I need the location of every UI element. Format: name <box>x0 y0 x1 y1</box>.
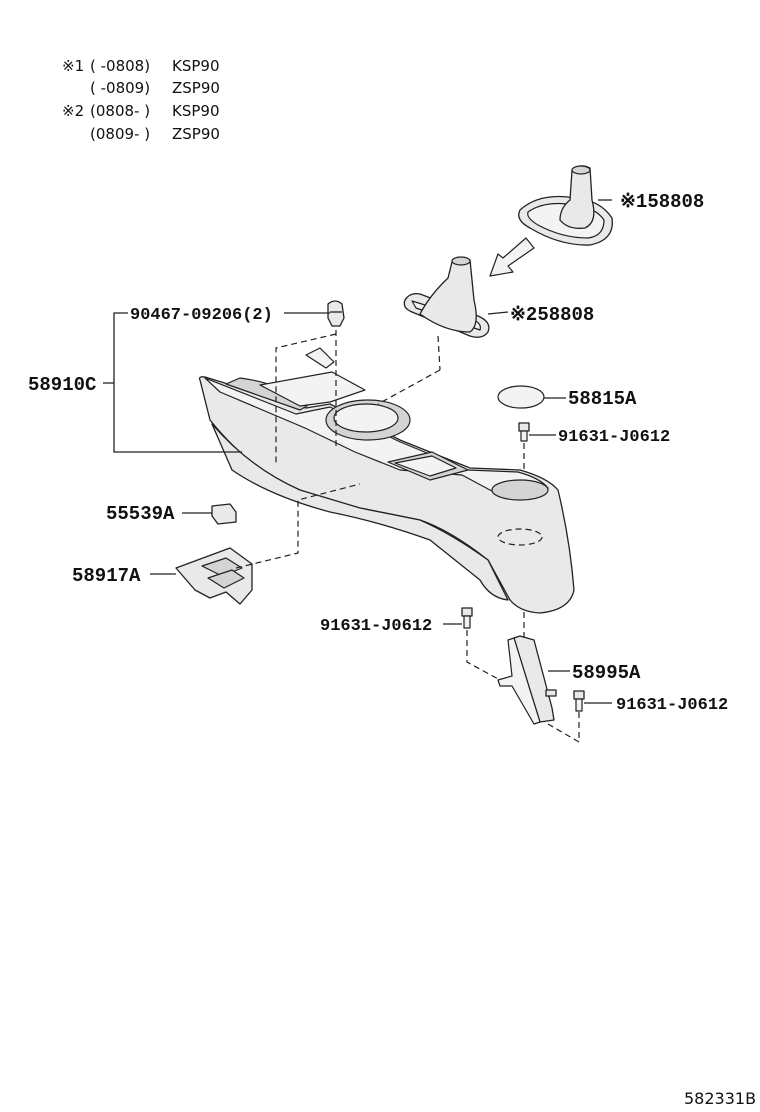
label-cap: 58815A <box>568 388 637 410</box>
note-mark-1: ※1 <box>62 57 84 75</box>
label-panel: 58917A <box>72 565 141 587</box>
label-console-box: 58910C <box>28 374 96 396</box>
label-switch: 55539A <box>106 503 175 525</box>
label-bolt-right: 91631-J0612 <box>616 696 728 715</box>
note-model-1: KSP90 <box>172 57 220 75</box>
note-model-4: ZSP90 <box>172 125 220 143</box>
bolt-right-drawing <box>573 690 585 712</box>
note-model-2: ZSP90 <box>172 79 220 97</box>
cap-drawing <box>497 385 545 409</box>
leader-lines <box>103 199 612 744</box>
shift-boot-1-drawing <box>518 165 613 246</box>
bracket-drawing <box>497 635 557 725</box>
label-clip: 90467-09206(2) <box>130 306 273 325</box>
note-range-3: (0808- ) <box>90 102 150 120</box>
shift-boot-2-drawing <box>403 256 490 338</box>
panel-drawing <box>175 547 253 605</box>
note-range-2: ( -0809) <box>90 79 150 97</box>
note-range-1: ( -0808) <box>90 57 150 75</box>
bolt-top-drawing <box>518 422 530 442</box>
switch-drawing <box>211 503 237 525</box>
clip-fastener-drawing <box>327 300 345 327</box>
note-model-3: KSP90 <box>172 102 220 120</box>
bolt-mid-drawing <box>461 607 473 629</box>
diagram-ref-code: 582331B <box>684 1089 756 1108</box>
label-bolt-mid: 91631-J0612 <box>320 617 432 636</box>
model-notes: ※1 ( -0808) KSP90 ( -0809) ZSP90 ※2 (080… <box>62 57 220 143</box>
direction-arrow <box>489 237 535 277</box>
label-bracket: 58995A <box>572 662 641 684</box>
console-box-drawing <box>198 347 575 614</box>
note-mark-3: ※2 <box>62 102 84 120</box>
note-range-4: (0809- ) <box>90 125 150 143</box>
label-bolt-top: 91631-J0612 <box>558 428 670 447</box>
label-shift-boot-2: ※258808 <box>510 304 594 326</box>
label-shift-boot-1: ※158808 <box>620 191 704 213</box>
